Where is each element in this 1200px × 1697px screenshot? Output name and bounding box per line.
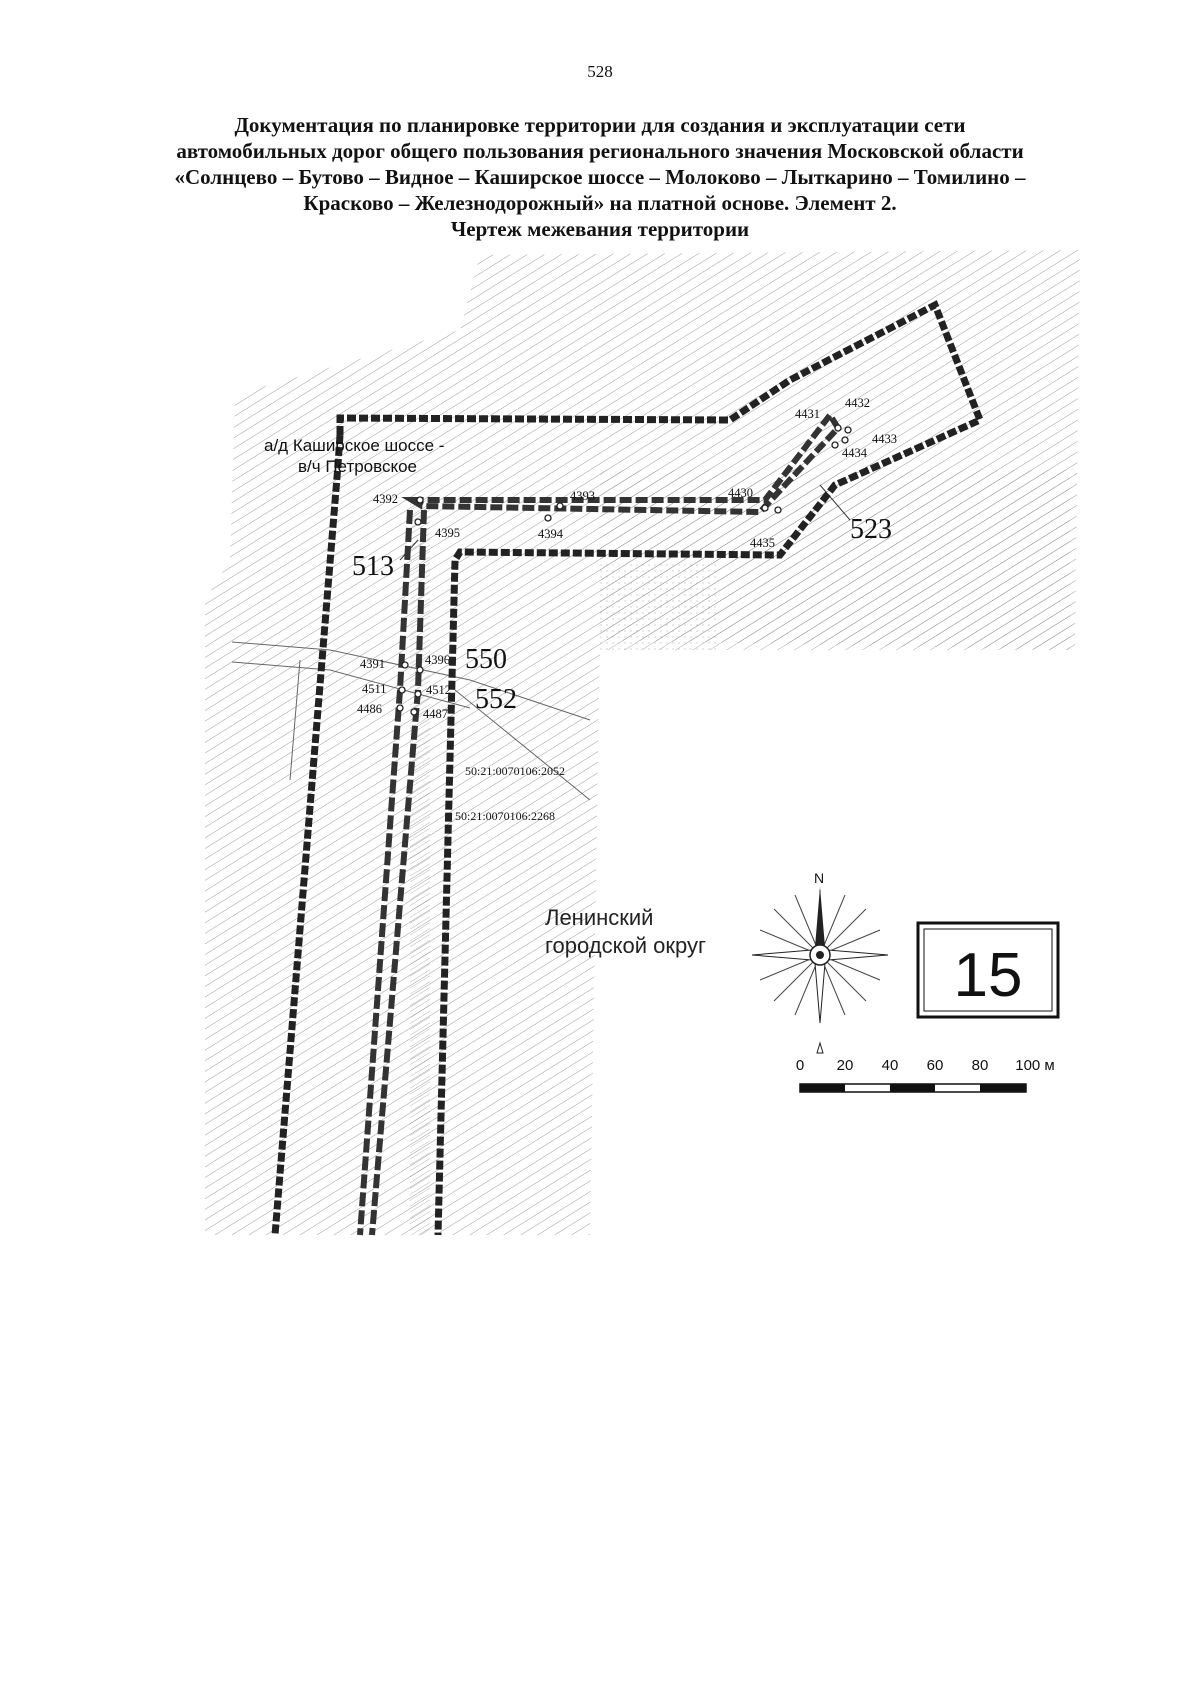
point-label-4511: 4511 (362, 682, 387, 696)
point-label-4391: 4391 (360, 657, 385, 671)
point-label-4392: 4392 (373, 492, 398, 506)
title-line-5: Чертеж межевания территории (450, 217, 750, 241)
point-label-4431: 4431 (795, 407, 820, 421)
parcel-number-550: 550 (465, 644, 507, 675)
scale-tick-60: 60 (927, 1057, 944, 1074)
survey-points (396, 424, 852, 716)
sheet-number-box (916, 921, 1060, 1019)
scale-tick-0: 0 (796, 1057, 804, 1074)
cadastral-number-2: 50:21:0070106:2268 (455, 809, 555, 823)
dotted-area-corner (600, 560, 720, 650)
parcel-number-513: 513 (352, 551, 394, 582)
sheet-number: 15 (954, 941, 1023, 1010)
point-label-4486: 4486 (357, 702, 382, 716)
inner-boundary-vertical-b (369, 509, 427, 1236)
scale-tick-100: 100 м (1015, 1057, 1055, 1074)
point-label-4487: 4487 (423, 707, 448, 721)
outer-boundary-top (336, 300, 985, 1236)
contour-line-2 (231, 661, 471, 709)
scale-tick-80: 80 (972, 1057, 989, 1074)
title-line-4: Красково – Железнодорожный» на платной о… (303, 191, 897, 215)
sheet-number-box-inner (923, 928, 1053, 1012)
inner-boundary (401, 409, 842, 516)
parcel-number-523: 523 (850, 514, 892, 545)
contour-line-4 (289, 659, 301, 781)
title-line-1: Документация по планировке территории дл… (234, 113, 966, 137)
title-line-2: автомобильных дорог общего пользования р… (176, 139, 1024, 163)
road-label-line-1: а/д Каширское шоссе - (264, 436, 444, 455)
point-label-4395: 4395 (435, 526, 460, 540)
parcel-number-552: 552 (475, 684, 517, 715)
point-label-4434: 4434 (842, 446, 868, 460)
contour-line-3 (454, 689, 591, 801)
hatched-area-road-strip (410, 500, 430, 1235)
scale-tick-20: 20 (837, 1057, 854, 1074)
compass-rose-icon (751, 887, 889, 1054)
outer-boundary-west (271, 434, 344, 1236)
page-number: 528 (587, 62, 613, 81)
cadastral-number-1: 50:21:0070106:2052 (465, 764, 565, 778)
point-label-4433: 4433 (872, 432, 897, 446)
title-line-3: «Солнцево – Бутово – Видное – Каширское … (174, 165, 1026, 189)
point-label-4432: 4432 (845, 396, 870, 410)
document-title: Документация по планировке территории дл… (100, 112, 1100, 242)
district-label-line-2: городской округ (545, 933, 706, 958)
compass-north-label: N (814, 870, 824, 886)
point-label-4435: 4435 (750, 536, 775, 550)
point-label-4394: 4394 (538, 527, 564, 541)
point-label-4393: 4393 (570, 489, 595, 503)
scale-tick-40: 40 (882, 1057, 899, 1074)
leader-line-523 (819, 484, 851, 521)
point-label-4396: 4396 (425, 653, 450, 667)
point-label-4430: 4430 (728, 486, 753, 500)
district-label-line-1: Ленинский (545, 905, 653, 930)
scale-bar (799, 1083, 1027, 1093)
point-label-4512: 4512 (426, 683, 451, 697)
road-label-line-2: в/ч Петровское (298, 457, 417, 476)
